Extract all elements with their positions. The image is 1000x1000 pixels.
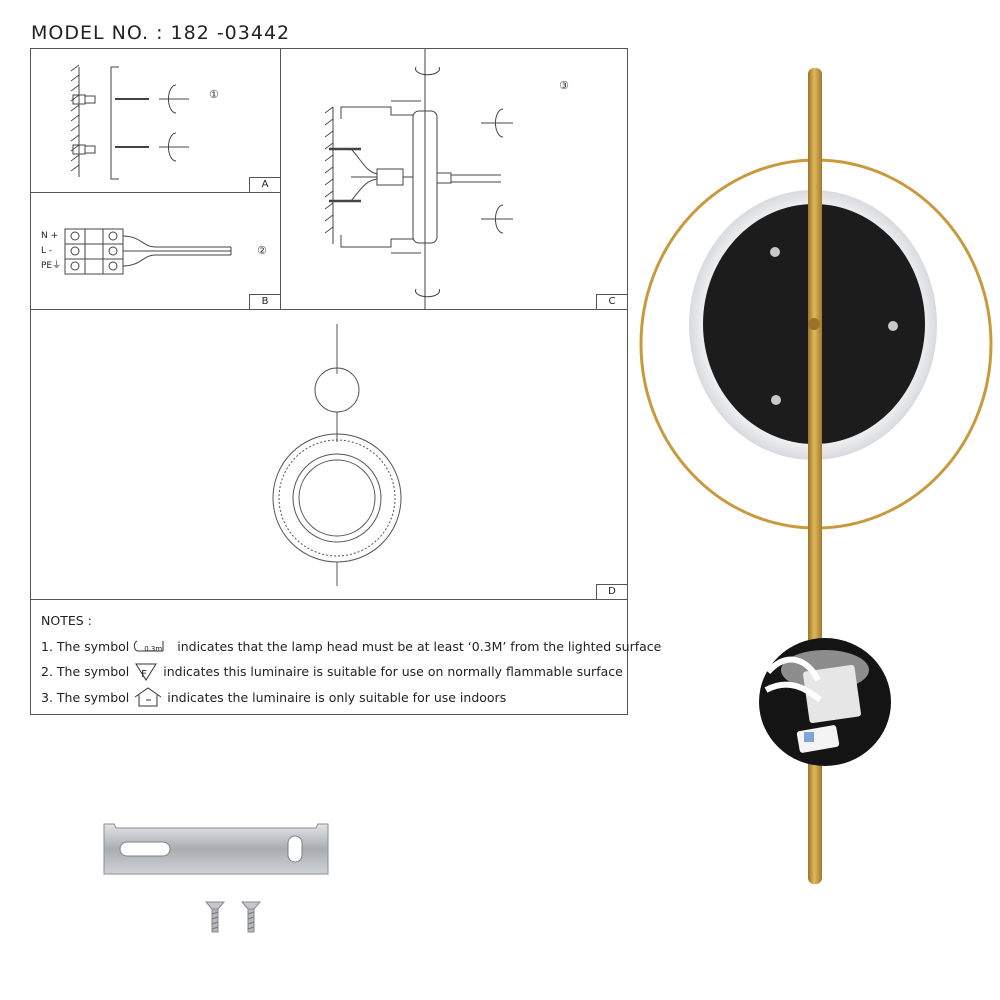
- note-prefix: 3. The symbol: [41, 689, 130, 705]
- panel-b: N + L - PE⏚ ② B: [31, 193, 281, 310]
- wiring-assembly-diagram: ③: [324, 49, 569, 310]
- model-number: MODEL NO. : 182 -03442: [31, 22, 291, 44]
- step-number: ③: [559, 79, 569, 92]
- terminal-block-diagram: ②: [64, 228, 267, 275]
- note-item-2: 2. The symbol F indicates this luminaire…: [41, 659, 661, 685]
- distance-symbol-icon: 0.3m: [133, 640, 173, 653]
- note-text: indicates that the lamp head must be at …: [177, 638, 662, 654]
- terminal-label-pe: PE⏚: [41, 261, 62, 271]
- note-text: indicates this luminaire is suitable for…: [163, 664, 623, 679]
- distance-symbol-label: 0.3m: [144, 645, 163, 653]
- screw-icon: [204, 901, 226, 933]
- panel-tag: B: [249, 294, 280, 309]
- panel-tag: D: [596, 584, 627, 599]
- screw-icon: [240, 901, 262, 933]
- terminal-labels: N + L - PE⏚: [41, 229, 61, 274]
- step-number: ②: [257, 244, 267, 257]
- flammable-symbol-label: F: [141, 668, 148, 680]
- panel-tag: C: [596, 294, 627, 309]
- panel-a: ① A: [31, 49, 281, 193]
- flammable-surface-icon: F: [133, 663, 159, 681]
- terminal-label-n: N +: [41, 231, 59, 241]
- terminal-label-l: L -: [41, 246, 53, 256]
- panel-c: ③ C: [281, 49, 627, 310]
- note-item-3: 3. The symbol indicates the luminaire is…: [41, 685, 661, 711]
- lamp-outline-drawing: [272, 324, 402, 586]
- indoor-house-icon: [133, 687, 163, 707]
- notes-section: NOTES : 1. The symbol 0.3m indicates tha…: [41, 608, 661, 710]
- panel-tag: A: [249, 177, 280, 192]
- mounting-bracket-diagram: ①: [70, 64, 219, 180]
- note-text: indicates the luminaire is only suitable…: [167, 689, 507, 705]
- mounting-bracket-photo: [103, 823, 329, 875]
- note-prefix: 2. The symbol: [41, 664, 130, 679]
- step-number: ①: [209, 88, 219, 101]
- note-prefix: 1. The symbol: [41, 638, 130, 654]
- panel-d: D: [31, 310, 627, 600]
- note-item-1: 1. The symbol 0.3m indicates that the la…: [41, 634, 661, 660]
- notes-heading: NOTES :: [41, 613, 92, 628]
- wall-lamp-product-image: [639, 68, 993, 884]
- driver-canopy: [759, 638, 891, 766]
- instruction-sheet: ① A N + L - PE⏚ ② B: [30, 48, 628, 715]
